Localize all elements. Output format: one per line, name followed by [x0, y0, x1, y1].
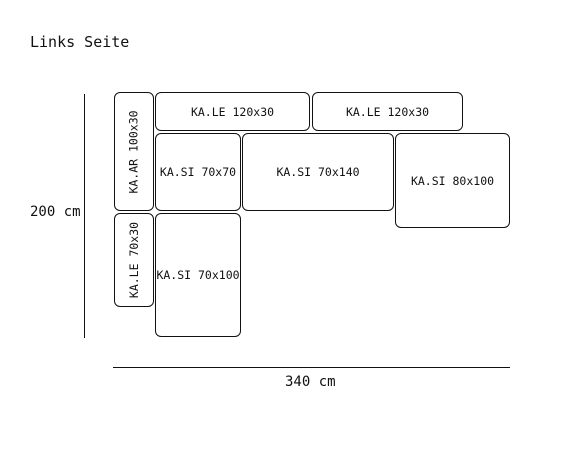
- module-ka-si-70x70-label: KA.SI 70x70: [159, 165, 237, 179]
- module-ka-ar[interactable]: KA.AR 100x30: [114, 92, 154, 211]
- module-ka-le-2-label: KA.LE 120x30: [345, 104, 430, 119]
- module-ka-si-80x100[interactable]: KA.SI 80x100: [395, 133, 510, 228]
- height-dimension-label: 200 cm: [30, 204, 81, 220]
- module-ka-le-2[interactable]: KA.LE 120x30: [312, 92, 463, 131]
- module-ka-si-70x100-label: KA.SI 70x100: [156, 268, 240, 282]
- width-dimension-label: 340 cm: [285, 374, 336, 390]
- module-ka-le-left-label: KA.LE 70x30: [127, 221, 142, 299]
- module-ka-le-1[interactable]: KA.LE 120x30: [155, 92, 310, 131]
- page-title: Links Seite: [30, 33, 130, 51]
- module-ka-si-70x140[interactable]: KA.SI 70x140: [242, 133, 394, 211]
- module-ka-ar-label: KA.AR 100x30: [127, 109, 141, 194]
- module-ka-le-1-label: KA.LE 120x30: [190, 104, 275, 119]
- width-dimension-line: [113, 367, 510, 368]
- module-ka-si-80x100-label: KA.SI 80x100: [410, 173, 495, 188]
- module-ka-le-left[interactable]: KA.LE 70x30: [114, 213, 154, 307]
- height-dimension-line: [84, 94, 85, 338]
- module-ka-si-70x70[interactable]: KA.SI 70x70: [155, 133, 241, 211]
- module-ka-si-70x140-label: KA.SI 70x140: [276, 165, 360, 179]
- module-ka-si-70x100[interactable]: KA.SI 70x100: [155, 213, 241, 337]
